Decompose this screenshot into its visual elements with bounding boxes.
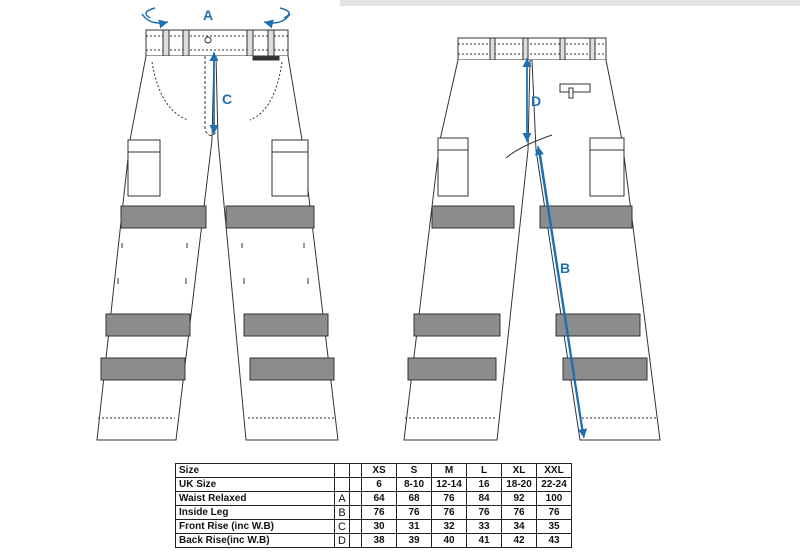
table-cell: 31 [396,519,432,534]
table-cell: 100 [536,491,572,506]
measure-d-label: D [531,93,541,109]
measure-b-arrow [534,145,588,439]
table-row: Inside Leg B 76 76 76 76 76 76 [175,505,572,520]
front-left-cargo-pocket [127,139,161,197]
belt-loop [246,29,254,57]
table-cell: 76 [361,505,397,520]
table-cell: 76 [501,505,537,520]
table-cell: 84 [466,491,502,506]
belt-loop [162,29,170,57]
measure-a-arrows [141,7,291,29]
table-cell: 32 [431,519,467,534]
table-row: Front Rise (inc W.B) C 30 31 32 33 34 35 [175,519,572,534]
table-cell: 76 [466,505,502,520]
size-heading: XS [361,463,397,478]
measure-code-cell: D [334,533,350,548]
measure-c-label: C [222,91,232,107]
size-header-label: Size [175,463,335,478]
table-cell: 92 [501,491,537,506]
table-cell: 35 [536,519,572,534]
size-heading: M [431,463,467,478]
back-pocket-flap [559,83,591,93]
spacer-cell [349,533,362,548]
spacer-cell [349,491,362,506]
row-label: UK Size [175,477,335,492]
row-label: Waist Relaxed [175,491,335,506]
back-left-leg [403,59,531,441]
spacer-cell [349,477,362,492]
measure-code-cell: A [334,491,350,506]
back-left-cargo-pocket [437,137,469,197]
size-header-row: Size XS S M L XL XXL [175,463,572,478]
waist-button [204,36,212,44]
table-cell: 76 [431,505,467,520]
size-heading: S [396,463,432,478]
belt-loop [522,37,529,61]
table-cell: 64 [361,491,397,506]
measure-code-cell: C [334,519,350,534]
table-cell: 76 [431,491,467,506]
measure-code-cell [334,463,350,478]
front-right-leg [215,55,339,441]
measure-b-label: B [560,260,570,276]
back-waistband [457,37,607,61]
table-cell: 16 [466,477,502,492]
table-cell: 22-24 [536,477,572,492]
table-cell: 76 [396,505,432,520]
size-chart-table: Size XS S M L XL XXL UK Size 6 8-10 12-1… [175,463,572,548]
front-left-leg [96,55,215,441]
belt-loop [589,37,596,61]
front-reflective-bands [100,205,335,381]
size-heading: XL [501,463,537,478]
front-right-cargo-pocket [271,139,309,197]
measure-code-cell: B [334,505,350,520]
table-cell: 33 [466,519,502,534]
table-cell: 8-10 [396,477,432,492]
table-cell: 12-14 [431,477,467,492]
size-heading: XXL [536,463,572,478]
table-cell: 38 [361,533,397,548]
size-heading: L [466,463,502,478]
belt-loop [489,37,496,61]
table-cell: 76 [536,505,572,520]
table-row: UK Size 6 8-10 12-14 16 18-20 22-24 [175,477,572,492]
table-cell: 41 [466,533,502,548]
row-label: Front Rise (inc W.B) [175,519,335,534]
belt-loop [559,37,566,61]
spacer-cell [349,463,362,478]
top-scroll-bar [340,0,800,6]
back-trousers-view [403,37,661,441]
table-cell: 30 [361,519,397,534]
measure-code-cell [334,477,350,492]
back-reflective-bands [407,205,648,381]
table-row: Back Rise(inc W.B) D 38 39 40 41 42 43 [175,533,572,548]
belt-loop [267,29,275,57]
table-cell: 18-20 [501,477,537,492]
belt-loop [182,29,190,57]
table-cell: 40 [431,533,467,548]
table-cell: 43 [536,533,572,548]
spacer-cell [349,505,362,520]
back-right-cargo-pocket [589,137,625,197]
row-label: Inside Leg [175,505,335,520]
measure-a-label: A [203,7,213,23]
table-cell: 42 [501,533,537,548]
front-trousers-view [96,29,339,441]
table-cell: 39 [396,533,432,548]
table-cell: 34 [501,519,537,534]
spacer-cell [349,519,362,534]
row-label: Back Rise(inc W.B) [175,533,335,548]
table-row: Waist Relaxed A 64 68 76 84 92 100 [175,491,572,506]
table-cell: 6 [361,477,397,492]
table-cell: 68 [396,491,432,506]
trousers-diagram: A C D B [96,7,661,441]
back-right-leg [531,59,661,441]
